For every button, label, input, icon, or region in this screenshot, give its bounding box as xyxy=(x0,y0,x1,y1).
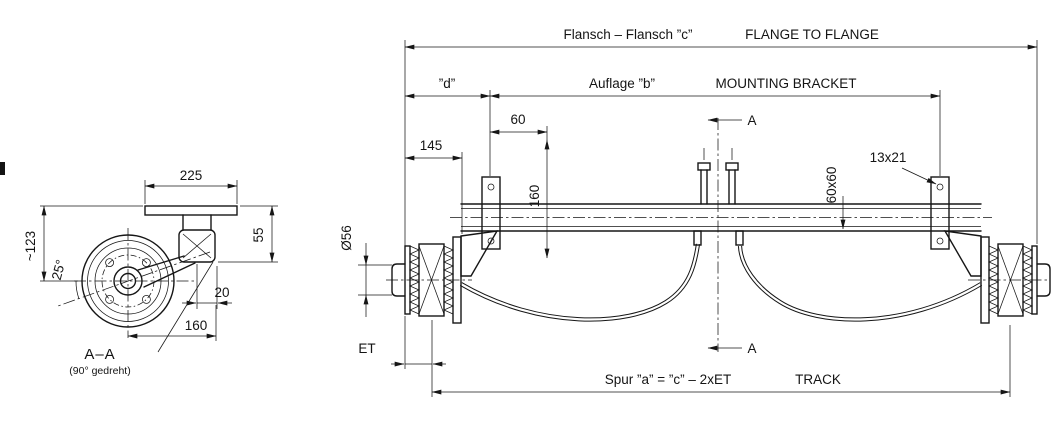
main-view-axle: Flansch – Flansch ”c” FLANGE TO FLANGE ”… xyxy=(339,27,1051,397)
dim-55-label: 55 xyxy=(251,227,266,242)
wheel-bolt-hole xyxy=(105,258,114,267)
dim-d-label: ”d” xyxy=(439,76,456,91)
edge-mark xyxy=(0,162,5,175)
trailing-arm-right xyxy=(943,230,982,277)
dim-60x60-label: 60x60 xyxy=(824,167,839,204)
mounting-plate xyxy=(144,205,238,216)
square-tube-section xyxy=(178,229,216,263)
arm-axis xyxy=(57,251,211,307)
bracket-hole xyxy=(936,237,944,245)
bracket-hole xyxy=(487,183,495,191)
dim-20-label: 20 xyxy=(214,285,229,300)
dim-160-section-label: 160 xyxy=(185,318,208,333)
dim-145-label: 145 xyxy=(420,138,443,153)
dim-diameter-label: Ø56 xyxy=(339,225,354,251)
dim-60-label: 60 xyxy=(510,112,525,127)
grease-cap xyxy=(1036,263,1051,297)
brake-drum-left xyxy=(386,236,472,324)
bracket-label-de: Auflage ”b” xyxy=(589,76,655,91)
brake-cables xyxy=(459,243,983,322)
mounting-bracket-right xyxy=(930,176,950,250)
section-marker-top: A xyxy=(747,113,756,128)
torsion-arm xyxy=(137,255,185,271)
wheel-bolt-hole xyxy=(105,295,114,304)
wheel-bolt-hole xyxy=(142,258,151,267)
wheel-bolt-hole xyxy=(142,295,151,304)
dim-123-label: ~123 xyxy=(23,231,38,261)
bracket-label-en: MOUNTING BRACKET xyxy=(715,76,856,91)
track-label-de: Spur ”a” = ”c” – 2xET xyxy=(605,372,731,387)
dim-et-label: ET xyxy=(358,341,375,356)
brake-drum-right xyxy=(968,236,1051,324)
cable-fitting-left xyxy=(693,230,702,246)
dim-13x21-label: 13x21 xyxy=(870,150,907,165)
dim-225-label: 225 xyxy=(180,168,203,183)
flange-label-de: Flansch – Flansch ”c” xyxy=(563,27,692,42)
bracket-hole xyxy=(487,237,495,245)
section-title: A–A xyxy=(84,346,115,363)
track-label-en: TRACK xyxy=(795,372,841,387)
adjuster-pins xyxy=(697,148,739,205)
dim-160-label: 160 xyxy=(527,185,542,208)
section-subtitle: (90° gedreht) xyxy=(69,365,130,377)
bracket-hole xyxy=(936,183,944,191)
flange-label-en: FLANGE TO FLANGE xyxy=(745,27,879,42)
mounting-bracket-left xyxy=(481,176,501,250)
angle-arc xyxy=(75,280,80,300)
angle-25-label: 25° xyxy=(49,258,69,282)
section-view-a-a: 225 ~123 55 25° 20 160 A–A (90° gedreht) xyxy=(23,168,278,377)
cable-fitting-right xyxy=(735,230,744,246)
section-marker-bottom: A xyxy=(747,341,756,356)
